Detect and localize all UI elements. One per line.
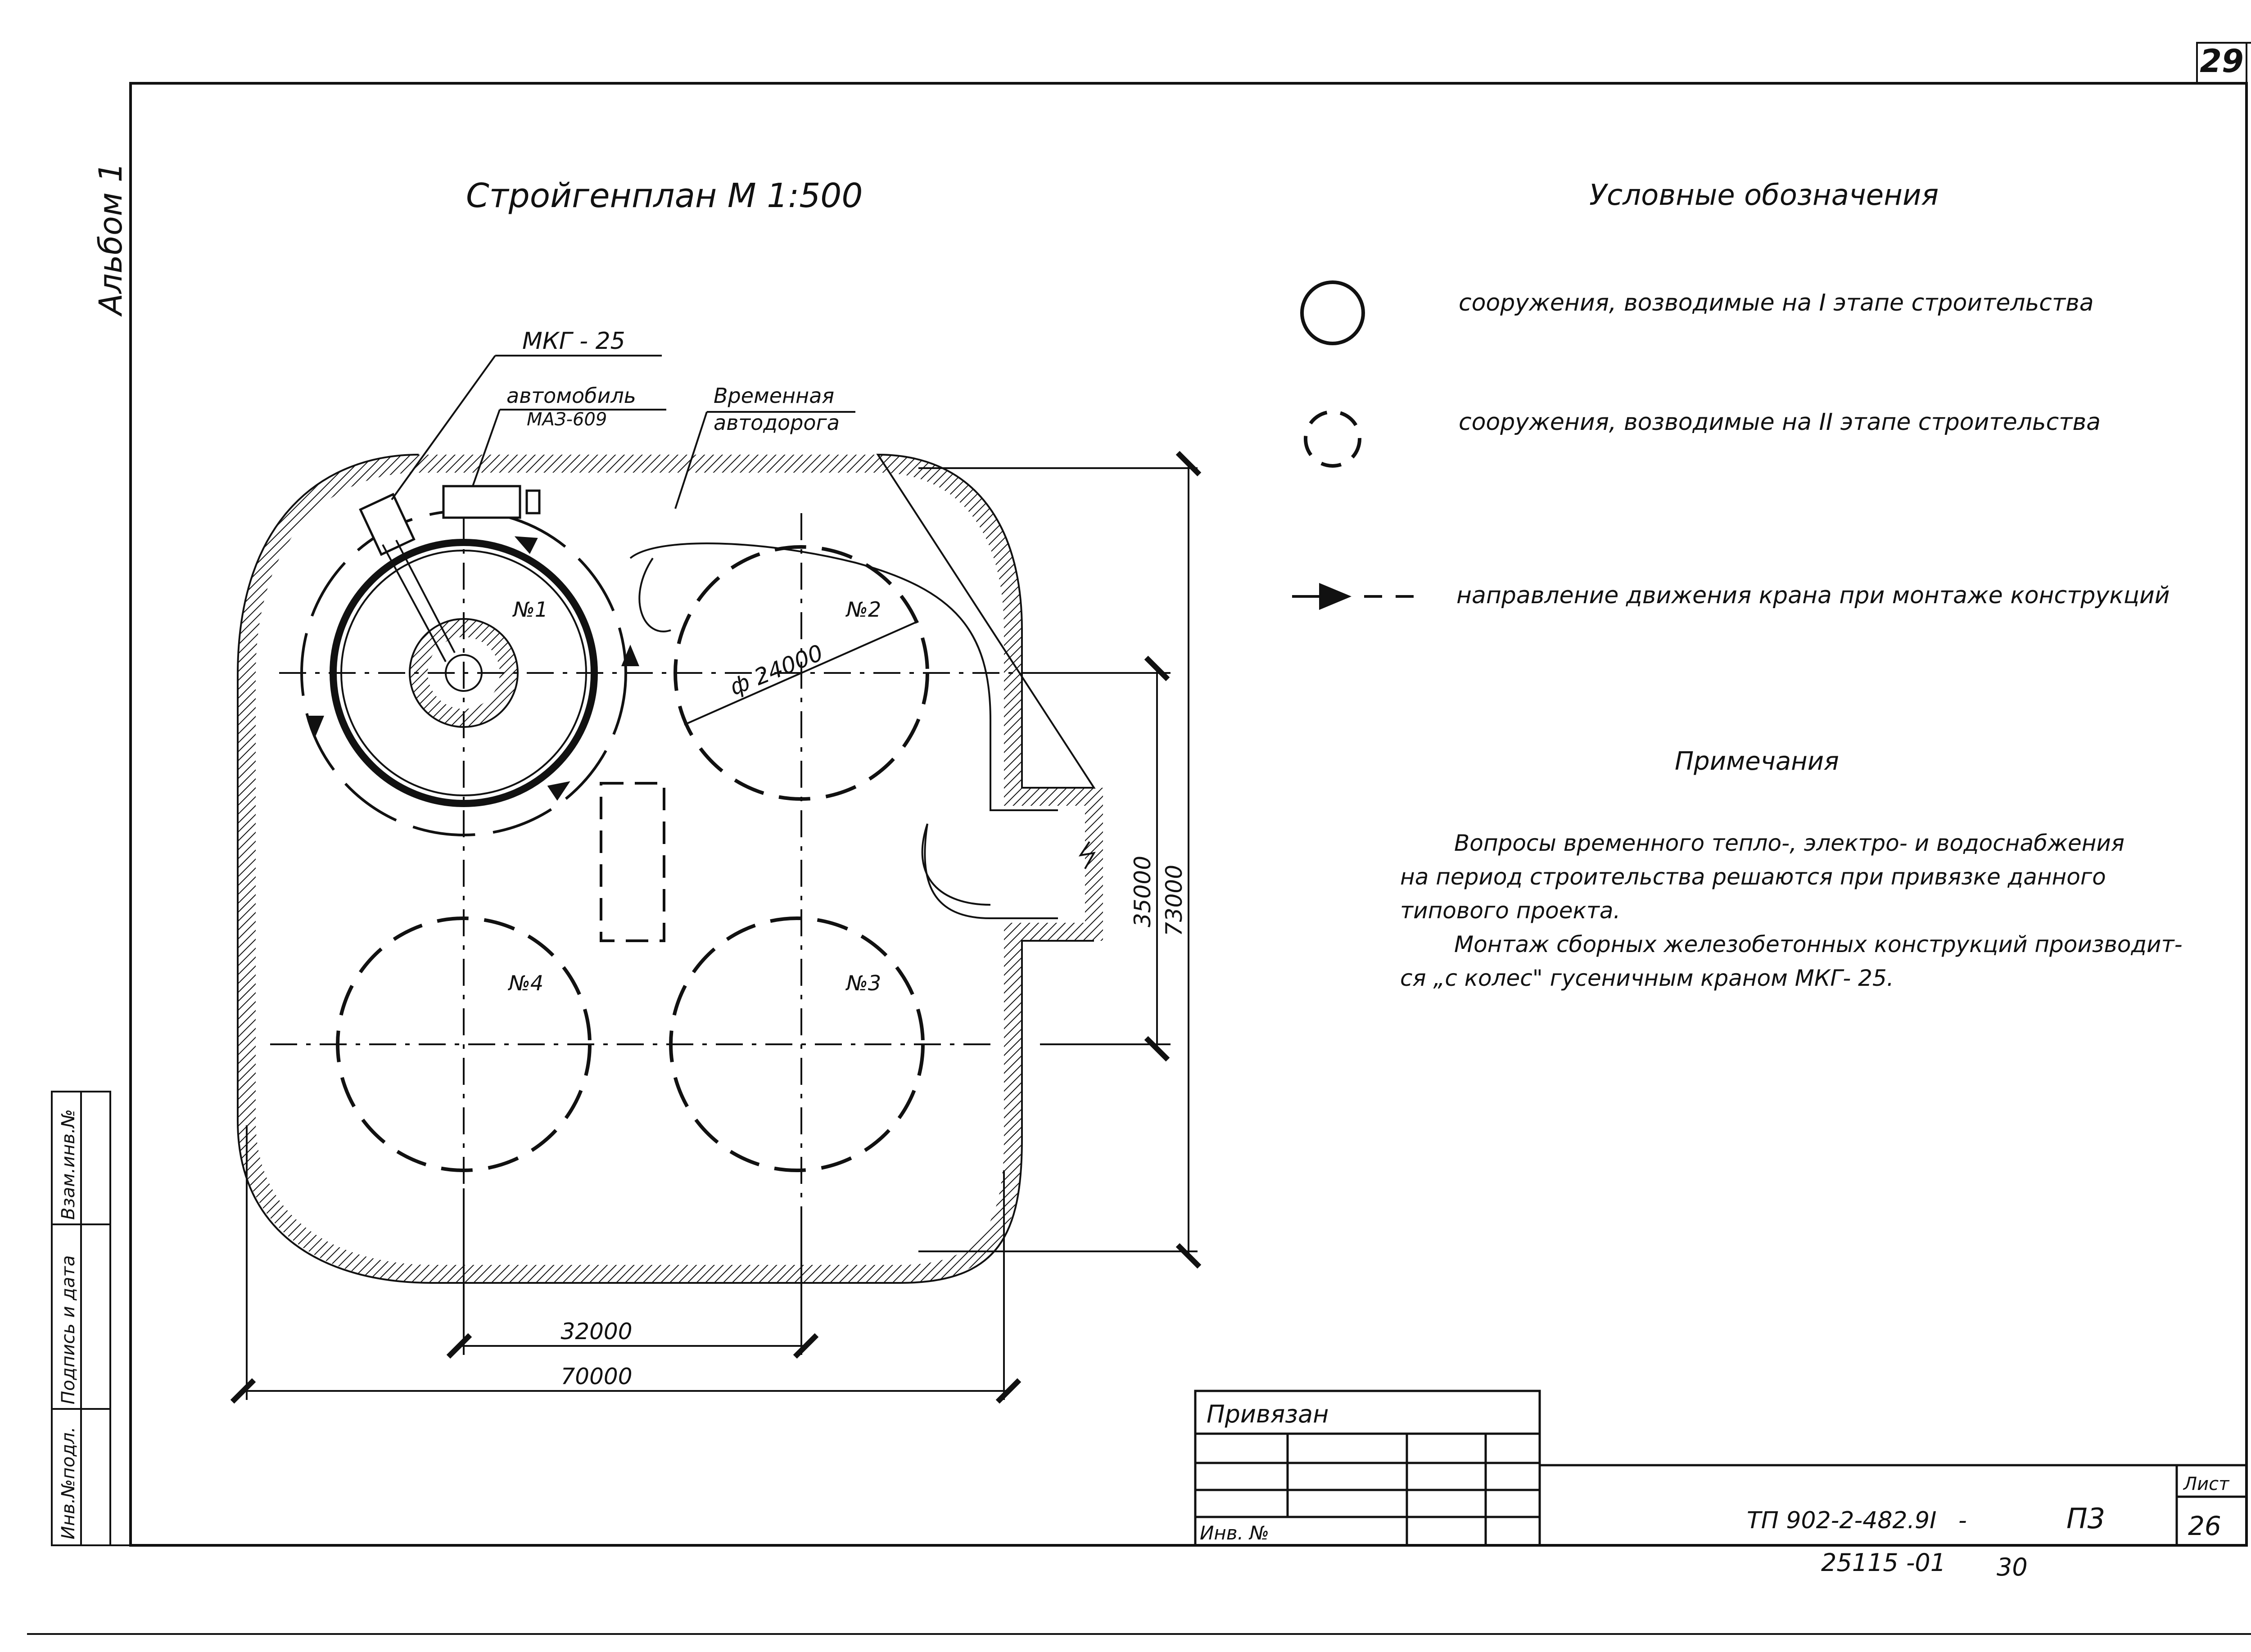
structure-1-center-hatch [410,619,518,727]
legend-item-3: направление движения крана при монтаже к… [1456,582,2170,609]
truck-icon [442,485,541,519]
side-stamp-cell-replace: Взам.инв.№ [58,1109,79,1220]
stamp-sheet-number: 26 [2188,1511,2221,1541]
dim-73000: 73000 [1161,865,1187,936]
side-stamp [51,1091,111,1546]
structure-3 [669,916,925,1172]
storage-area [600,782,665,942]
plan-title: Стройгенплан М 1:500 [466,176,863,215]
legend-item-2: сооружения, возводимые на II этапе строи… [1459,409,2101,436]
notes: Примечания Вопросы временного тепло-, эл… [1400,747,2183,991]
notes-line-5: ся „с колес" гусеничным краном МКГ- 25. [1400,965,1894,991]
stamp-doc-code: ТП 902-2-482.9I [1747,1507,1936,1534]
album-label: Альбом 1 [92,162,129,317]
notes-title: Примечания [1675,747,1839,776]
structure-3-label: №3 [845,971,881,995]
structure-2-label: №2 [845,597,881,622]
crane-icon [359,492,456,662]
structure-4-label: №4 [507,971,543,995]
legend-title: Условные обозначения [1589,179,1939,212]
road-hatched-edge [238,455,1103,1283]
legend: Условные обозначения сооружения, возводи… [1292,179,2170,610]
notes-line-3: типового проекта. [1400,898,1620,924]
stamp-dash: - [1958,1507,1967,1534]
stamp-inv-label: Инв. № [1200,1522,1269,1544]
road-label-1: Временная [714,384,834,408]
stamp-bottom-code: 25115 -01 [1821,1548,1946,1577]
dim-32000: 32000 [560,1318,632,1345]
page-number: 29 [2200,43,2243,80]
dim-70000: 70000 [560,1363,632,1390]
legend-dashed-circle-icon [1304,410,1361,468]
truck-label: автомобиль [506,384,636,408]
dimension-lines [230,451,1202,1404]
sheet-frame [27,42,2251,1635]
stamp-sheet-label: Лист [2183,1474,2230,1494]
legend-item-1: сооружения, возводимые на I этапе строит… [1459,289,2094,316]
diameter-label: ф 24000 [726,640,827,700]
notes-line-2: на период строительства решаются при при… [1400,864,2106,890]
stamp-bottom-number: 30 [1997,1553,2028,1581]
structure-4 [336,916,592,1172]
structure-1-outer [330,539,598,807]
stamp-tied-label: Привязан [1207,1400,1329,1428]
stamp-table [1194,1390,2246,1547]
structure-2 [673,545,929,801]
side-stamp-cell-inv: Инв.№подл. [58,1426,79,1539]
dim-35000: 35000 [1130,856,1156,927]
notes-line-4: Монтаж сборных железобетонных конструкци… [1454,931,2183,957]
diameter-line [684,620,919,726]
side-stamp-cell-sign: Подпись и дата [58,1255,79,1404]
truck-model: МАЗ-609 [527,409,607,430]
road-outer-line [237,453,1096,1284]
road-label-2: автодорога [714,411,840,435]
structure-1-label: №1 [512,597,548,622]
legend-solid-circle-icon [1300,280,1365,345]
stamp-section: П3 [2066,1502,2105,1535]
road-inner-line [629,542,1058,919]
crane-label: МКГ - 25 [522,328,625,355]
site-plan: №1 №2 ф 24000 №3 №4 МКГ - 25 автомо [230,328,1202,1404]
notes-line-1: Вопросы временного тепло-, электро- и во… [1454,830,2124,856]
